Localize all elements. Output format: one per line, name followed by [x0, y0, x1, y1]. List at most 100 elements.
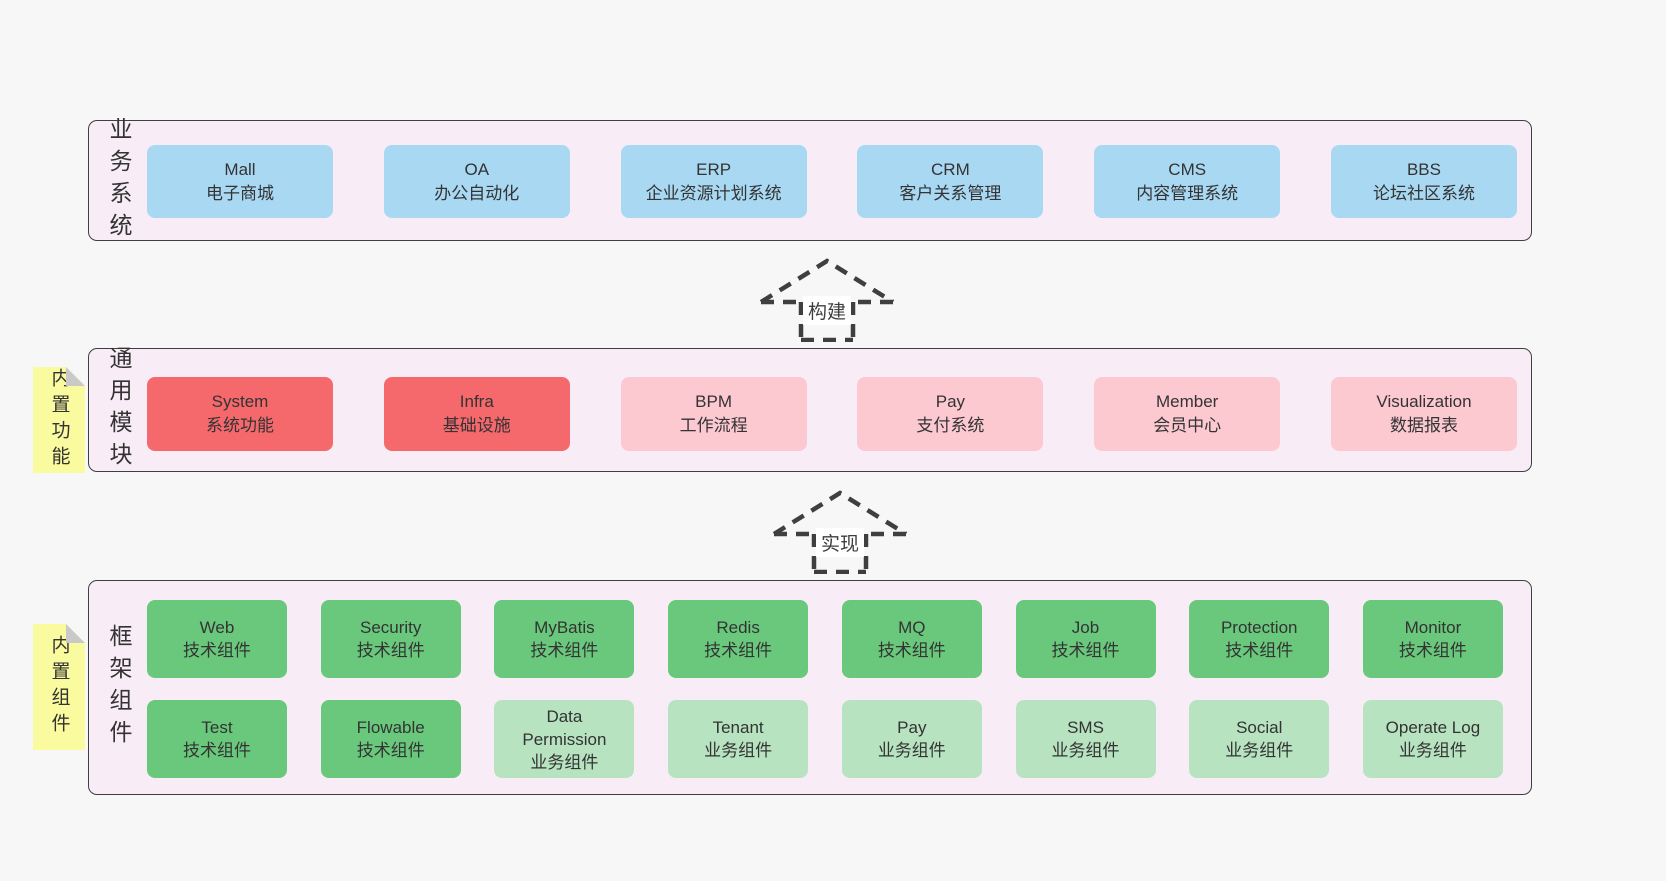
box-desc: 技术组件 — [877, 641, 946, 660]
box-desc: 技术组件 — [356, 641, 425, 660]
box-desc: 工作流程 — [679, 416, 748, 435]
box-desc: 技术组件 — [1398, 641, 1467, 660]
box-data-permission: Data Permission 业务组件 — [494, 700, 635, 778]
box-job: Job 技术组件 — [1015, 600, 1156, 678]
box-bbs: BBS 论坛社区系统 — [1330, 145, 1517, 218]
box-desc: 内容管理系统 — [1136, 183, 1239, 203]
box-mybatis: MyBatis 技术组件 — [494, 600, 635, 678]
box-name: Mall — [224, 159, 256, 179]
box-name: Tenant — [712, 718, 764, 737]
box-desc: 技术组件 — [356, 741, 425, 760]
box-name: Data Permission — [522, 706, 607, 749]
box-name: Test — [201, 718, 233, 737]
box-desc: 业务组件 — [877, 741, 946, 760]
box-name: Web — [199, 618, 235, 637]
box-flowable: Flowable 技术组件 — [320, 700, 461, 778]
box-name: MyBatis — [534, 618, 595, 637]
box-name: Pay — [897, 718, 927, 737]
box-name: BPM — [695, 392, 733, 411]
box-name: Flowable — [356, 718, 425, 737]
box-desc: 技术组件 — [530, 641, 599, 660]
box-crm: CRM 客户关系管理 — [857, 145, 1044, 218]
box-name: Visualization — [1376, 392, 1472, 411]
section-label-framework-components: 框架组件 — [106, 623, 132, 752]
section-label-common-modules: 通用模块 — [106, 346, 132, 474]
box-redis: Redis 技术组件 — [668, 600, 809, 678]
box-security: Security 技术组件 — [320, 600, 461, 678]
box-desc: 业务组件 — [530, 752, 599, 772]
box-desc: 企业资源计划系统 — [645, 183, 782, 203]
box-name: ERP — [696, 159, 732, 179]
box-desc: 技术组件 — [704, 641, 773, 660]
box-sms: SMS 业务组件 — [1015, 700, 1156, 778]
section-common-modules: 通用模块 System 系统功能 Infra 基础设施 BPM 工作流程 Pay… — [88, 346, 1532, 474]
box-desc: 基础设施 — [442, 416, 511, 435]
implement-arrow-label: 实现 — [815, 528, 865, 557]
box-name: Protection — [1220, 618, 1298, 637]
box-desc: 数据报表 — [1389, 416, 1458, 435]
box-name: OA — [464, 159, 490, 179]
box-oa: OA 办公自动化 — [383, 145, 570, 218]
build-arrow: 构建 — [757, 256, 897, 342]
box-name: MQ — [898, 618, 926, 637]
box-desc: 支付系统 — [916, 416, 985, 435]
common-modules-row: System 系统功能 Infra 基础设施 BPM 工作流程 Pay 支付系统… — [147, 377, 1517, 451]
box-name: BBS — [1406, 159, 1441, 179]
box-name: Pay — [935, 392, 966, 411]
dashed-up-arrow-icon — [759, 258, 895, 342]
build-arrow-label: 构建 — [802, 296, 852, 325]
box-desc: 会员中心 — [1153, 416, 1222, 435]
box-mq: MQ 技术组件 — [841, 600, 982, 678]
box-desc: 业务组件 — [1398, 741, 1467, 760]
sticky-fold-corner — [66, 367, 85, 386]
section-business-systems: 业务系统 Mall 电子商城 OA 办公自动化 ERP 企业资源计划系统 CRM… — [88, 116, 1532, 245]
box-protection: Protection 技术组件 — [1189, 600, 1330, 678]
dashed-up-arrow-icon — [772, 490, 908, 574]
box-name: System — [211, 392, 269, 411]
box-name: CRM — [931, 159, 970, 179]
section-label-business-systems: 业务系统 — [106, 116, 132, 245]
box-name: CMS — [1168, 159, 1207, 179]
box-desc: 业务组件 — [1225, 741, 1294, 760]
box-monitor: Monitor 技术组件 — [1362, 600, 1503, 678]
business-systems-row: Mall 电子商城 OA 办公自动化 ERP 企业资源计划系统 CRM 客户关系… — [147, 145, 1517, 218]
box-desc: 论坛社区系统 — [1372, 183, 1475, 203]
box-pay-module: Pay 支付系统 — [857, 377, 1044, 451]
box-name: Operate Log — [1385, 718, 1481, 737]
framework-components-row-top: Web 技术组件 Security 技术组件 MyBatis 技术组件 Redi… — [147, 600, 1503, 678]
box-desc: 办公自动化 — [434, 183, 520, 203]
sticky-label: 内置功能 — [48, 368, 70, 472]
box-tenant: Tenant 业务组件 — [668, 700, 809, 778]
box-name: Monitor — [1404, 618, 1462, 637]
box-bpm: BPM 工作流程 — [620, 377, 807, 451]
box-cms: CMS 内容管理系统 — [1094, 145, 1281, 218]
box-desc: 业务组件 — [1051, 741, 1120, 760]
box-desc: 技术组件 — [1225, 641, 1294, 660]
box-desc: 系统功能 — [206, 416, 274, 435]
section-framework-components: 框架组件 Web 技术组件 Security 技术组件 MyBatis 技术组件… — [88, 580, 1532, 795]
box-name: Security — [359, 618, 422, 637]
box-social: Social 业务组件 — [1189, 700, 1330, 778]
box-name: Infra — [459, 392, 494, 411]
box-visualization: Visualization 数据报表 — [1330, 377, 1517, 451]
box-desc: 技术组件 — [183, 641, 251, 660]
box-name: SMS — [1067, 718, 1104, 737]
box-desc: 电子商城 — [206, 183, 274, 203]
box-mall: Mall 电子商城 — [147, 145, 333, 218]
box-operate-log: Operate Log 业务组件 — [1362, 700, 1503, 778]
box-desc: 业务组件 — [704, 741, 773, 760]
box-pay-component: Pay 业务组件 — [841, 700, 982, 778]
box-infra: Infra 基础设施 — [383, 377, 570, 451]
box-name: Member — [1156, 392, 1219, 411]
box-web: Web 技术组件 — [147, 600, 287, 678]
implement-arrow: 实现 — [770, 488, 910, 574]
box-desc: 技术组件 — [1051, 641, 1120, 660]
sticky-built-in-components: 内置组件 — [33, 624, 85, 750]
box-name: Job — [1071, 618, 1100, 637]
box-name: Social — [1236, 718, 1283, 737]
box-desc: 技术组件 — [183, 741, 251, 760]
box-member: Member 会员中心 — [1094, 377, 1281, 451]
sticky-label: 内置组件 — [48, 635, 70, 739]
box-erp: ERP 企业资源计划系统 — [620, 145, 807, 218]
